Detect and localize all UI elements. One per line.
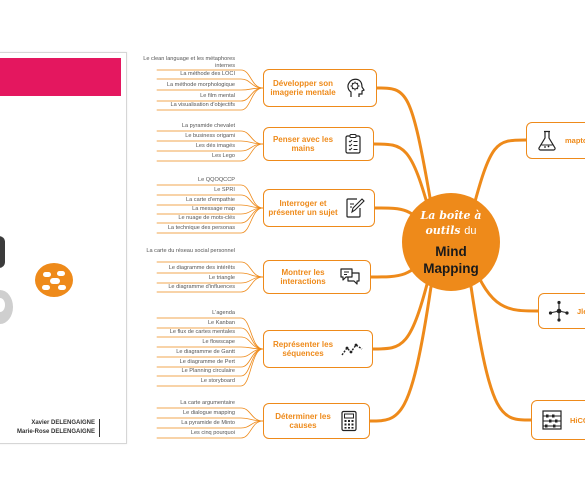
- book-illustration: [0, 236, 5, 268]
- leaf-connector: [156, 348, 264, 387]
- leaf-item[interactable]: Le SPRI: [214, 187, 235, 193]
- leaf-item[interactable]: La méthode des LOCI: [180, 71, 235, 77]
- leaf-item[interactable]: Le clean language et les métaphores inte…: [143, 56, 235, 69]
- main-branch: [368, 285, 433, 423]
- category-label-line-2: tou: [580, 136, 585, 145]
- leaf-item[interactable]: La visualisation d'objectifs: [170, 102, 235, 108]
- edit-document-icon: [346, 198, 365, 218]
- leaf-connector: [156, 143, 264, 162]
- book-cover: Xavier DELENGAIGNE Marie-Rose DELENGAIGN…: [0, 52, 127, 444]
- leaf-item[interactable]: La pyramide de Minto: [181, 420, 235, 426]
- leaf-item[interactable]: Le triangle: [208, 275, 235, 281]
- leaf-connector: [156, 87, 264, 111]
- leaf-item[interactable]: Le business origami: [185, 133, 235, 139]
- leaf-item[interactable]: La technique des personas: [167, 225, 235, 231]
- leaf-item[interactable]: Le nuage de mots-clés: [178, 215, 235, 221]
- leaf-item[interactable]: Les dés imagés: [195, 143, 235, 149]
- leaf-item[interactable]: Le diagramme des intérêts: [168, 265, 235, 271]
- leaf-item[interactable]: Le Planning circulaire: [181, 368, 235, 374]
- leaf-item[interactable]: La carte du réseau social personnel: [146, 248, 235, 254]
- category-label: Interroger et présenter un sujet: [268, 199, 338, 217]
- main-branch: [372, 142, 433, 219]
- category-label-line-2: le: [581, 306, 585, 316]
- main-branch: [469, 285, 533, 422]
- category-right-3[interactable]: Hi C C: [531, 400, 585, 440]
- leaf-item[interactable]: Le flowscape: [202, 339, 235, 345]
- leaf-item[interactable]: Le diagramme d'influences: [168, 284, 235, 290]
- central-topic-line-2: outils du: [402, 224, 500, 238]
- leaf-item[interactable]: Le diagramme de Gantt: [176, 349, 235, 355]
- leaf-item[interactable]: Les Lego: [211, 153, 235, 159]
- category-representer-sequences[interactable]: Représenter les séquences: [263, 330, 373, 368]
- main-branch: [371, 267, 433, 351]
- book-author-1: Xavier DELENGAIGNE: [31, 420, 95, 426]
- category-label: Déterminer les causes: [275, 412, 331, 430]
- leaf-connector: [156, 207, 264, 234]
- leaf-item[interactable]: Le film mental: [200, 93, 235, 99]
- category-label: Développer son imagerie mentale: [270, 79, 336, 97]
- category-right-2[interactable]: J le: [538, 293, 585, 329]
- calculator-icon: [341, 410, 357, 432]
- leaf-item[interactable]: Le diagramme de Pert: [179, 359, 235, 365]
- category-penser-mains[interactable]: Penser avec les mains: [263, 127, 374, 161]
- book-author-2: Marie-Rose DELENGAIGNE: [16, 429, 95, 435]
- category-label: J le: [577, 294, 585, 328]
- category-right-1[interactable]: map tou: [526, 122, 585, 159]
- central-topic[interactable]: La boîte à outils du Mind Mapping: [402, 193, 500, 291]
- category-interroger-sujet[interactable]: Interroger et présenter un sujet: [263, 189, 375, 227]
- category-label-line-1: Hi: [570, 415, 578, 425]
- book-authors: Xavier DELENGAIGNE Marie-Rose DELENGAIGN…: [17, 419, 100, 437]
- leaf-item[interactable]: Le storyboard: [200, 378, 235, 384]
- category-montrer-interactions[interactable]: Montrer les interactions: [263, 260, 371, 294]
- category-label: Hi C C: [570, 401, 585, 439]
- category-determiner-causes[interactable]: Déterminer les causes: [263, 403, 370, 439]
- category-label-line-1: map: [565, 136, 581, 145]
- central-topic-line-1: La boîte à: [420, 209, 482, 222]
- main-branch: [469, 138, 528, 218]
- leaf-connector: [156, 184, 264, 209]
- category-label-line-2: C: [577, 415, 583, 425]
- leaf-item[interactable]: La méthode morphologique: [166, 82, 235, 88]
- leaf-connector: [156, 317, 264, 350]
- leaf-item[interactable]: La message map: [192, 206, 235, 212]
- central-topic-script-word: outils: [425, 224, 461, 237]
- leaf-item[interactable]: Le dialogue mapping: [183, 410, 235, 416]
- leaf-item[interactable]: La carte argumentaire: [180, 400, 235, 406]
- brain-head-icon: [347, 78, 365, 97]
- leaf-item[interactable]: Les cinq pourquoi: [190, 430, 235, 436]
- leaf-item[interactable]: La pyramide chevalet: [181, 123, 235, 129]
- leaf-item[interactable]: L'agenda: [212, 310, 235, 316]
- category-label: Représenter les séquences: [272, 340, 334, 358]
- leaf-item[interactable]: Le flux de cartes mentales: [169, 329, 235, 335]
- book-title-band: [0, 58, 121, 96]
- main-branch: [375, 86, 433, 205]
- central-topic-plain-word: du: [464, 225, 477, 237]
- abacus-icon: [542, 410, 562, 430]
- book-mindmap-logo: [35, 263, 73, 297]
- leaf-item[interactable]: Le QQOQCCP: [198, 177, 235, 183]
- book-illustration-circle: [0, 290, 13, 324]
- category-label: Penser avec les mains: [272, 135, 334, 153]
- line-chart-icon: [341, 343, 363, 356]
- category-label-line-3: C: [583, 416, 585, 425]
- speech-bubbles-icon: [340, 268, 360, 285]
- leaf-connector: [156, 420, 264, 439]
- leaf-connector: [156, 276, 264, 293]
- central-topic-line-3: Mind: [435, 244, 467, 259]
- network-icon: [548, 300, 569, 322]
- central-topic-line-4: Mapping: [423, 261, 479, 276]
- flask-icon: [538, 130, 556, 151]
- leaf-item[interactable]: Le Kanban: [207, 320, 235, 326]
- category-developper-imagerie[interactable]: Développer son imagerie mentale: [263, 69, 377, 107]
- category-label-line-1: J: [577, 306, 582, 316]
- category-label: map tou: [565, 123, 585, 158]
- category-label: Montrer les interactions: [280, 268, 326, 286]
- clipboard-icon: [345, 134, 361, 154]
- leaf-item[interactable]: La carte d'empathie: [186, 197, 235, 203]
